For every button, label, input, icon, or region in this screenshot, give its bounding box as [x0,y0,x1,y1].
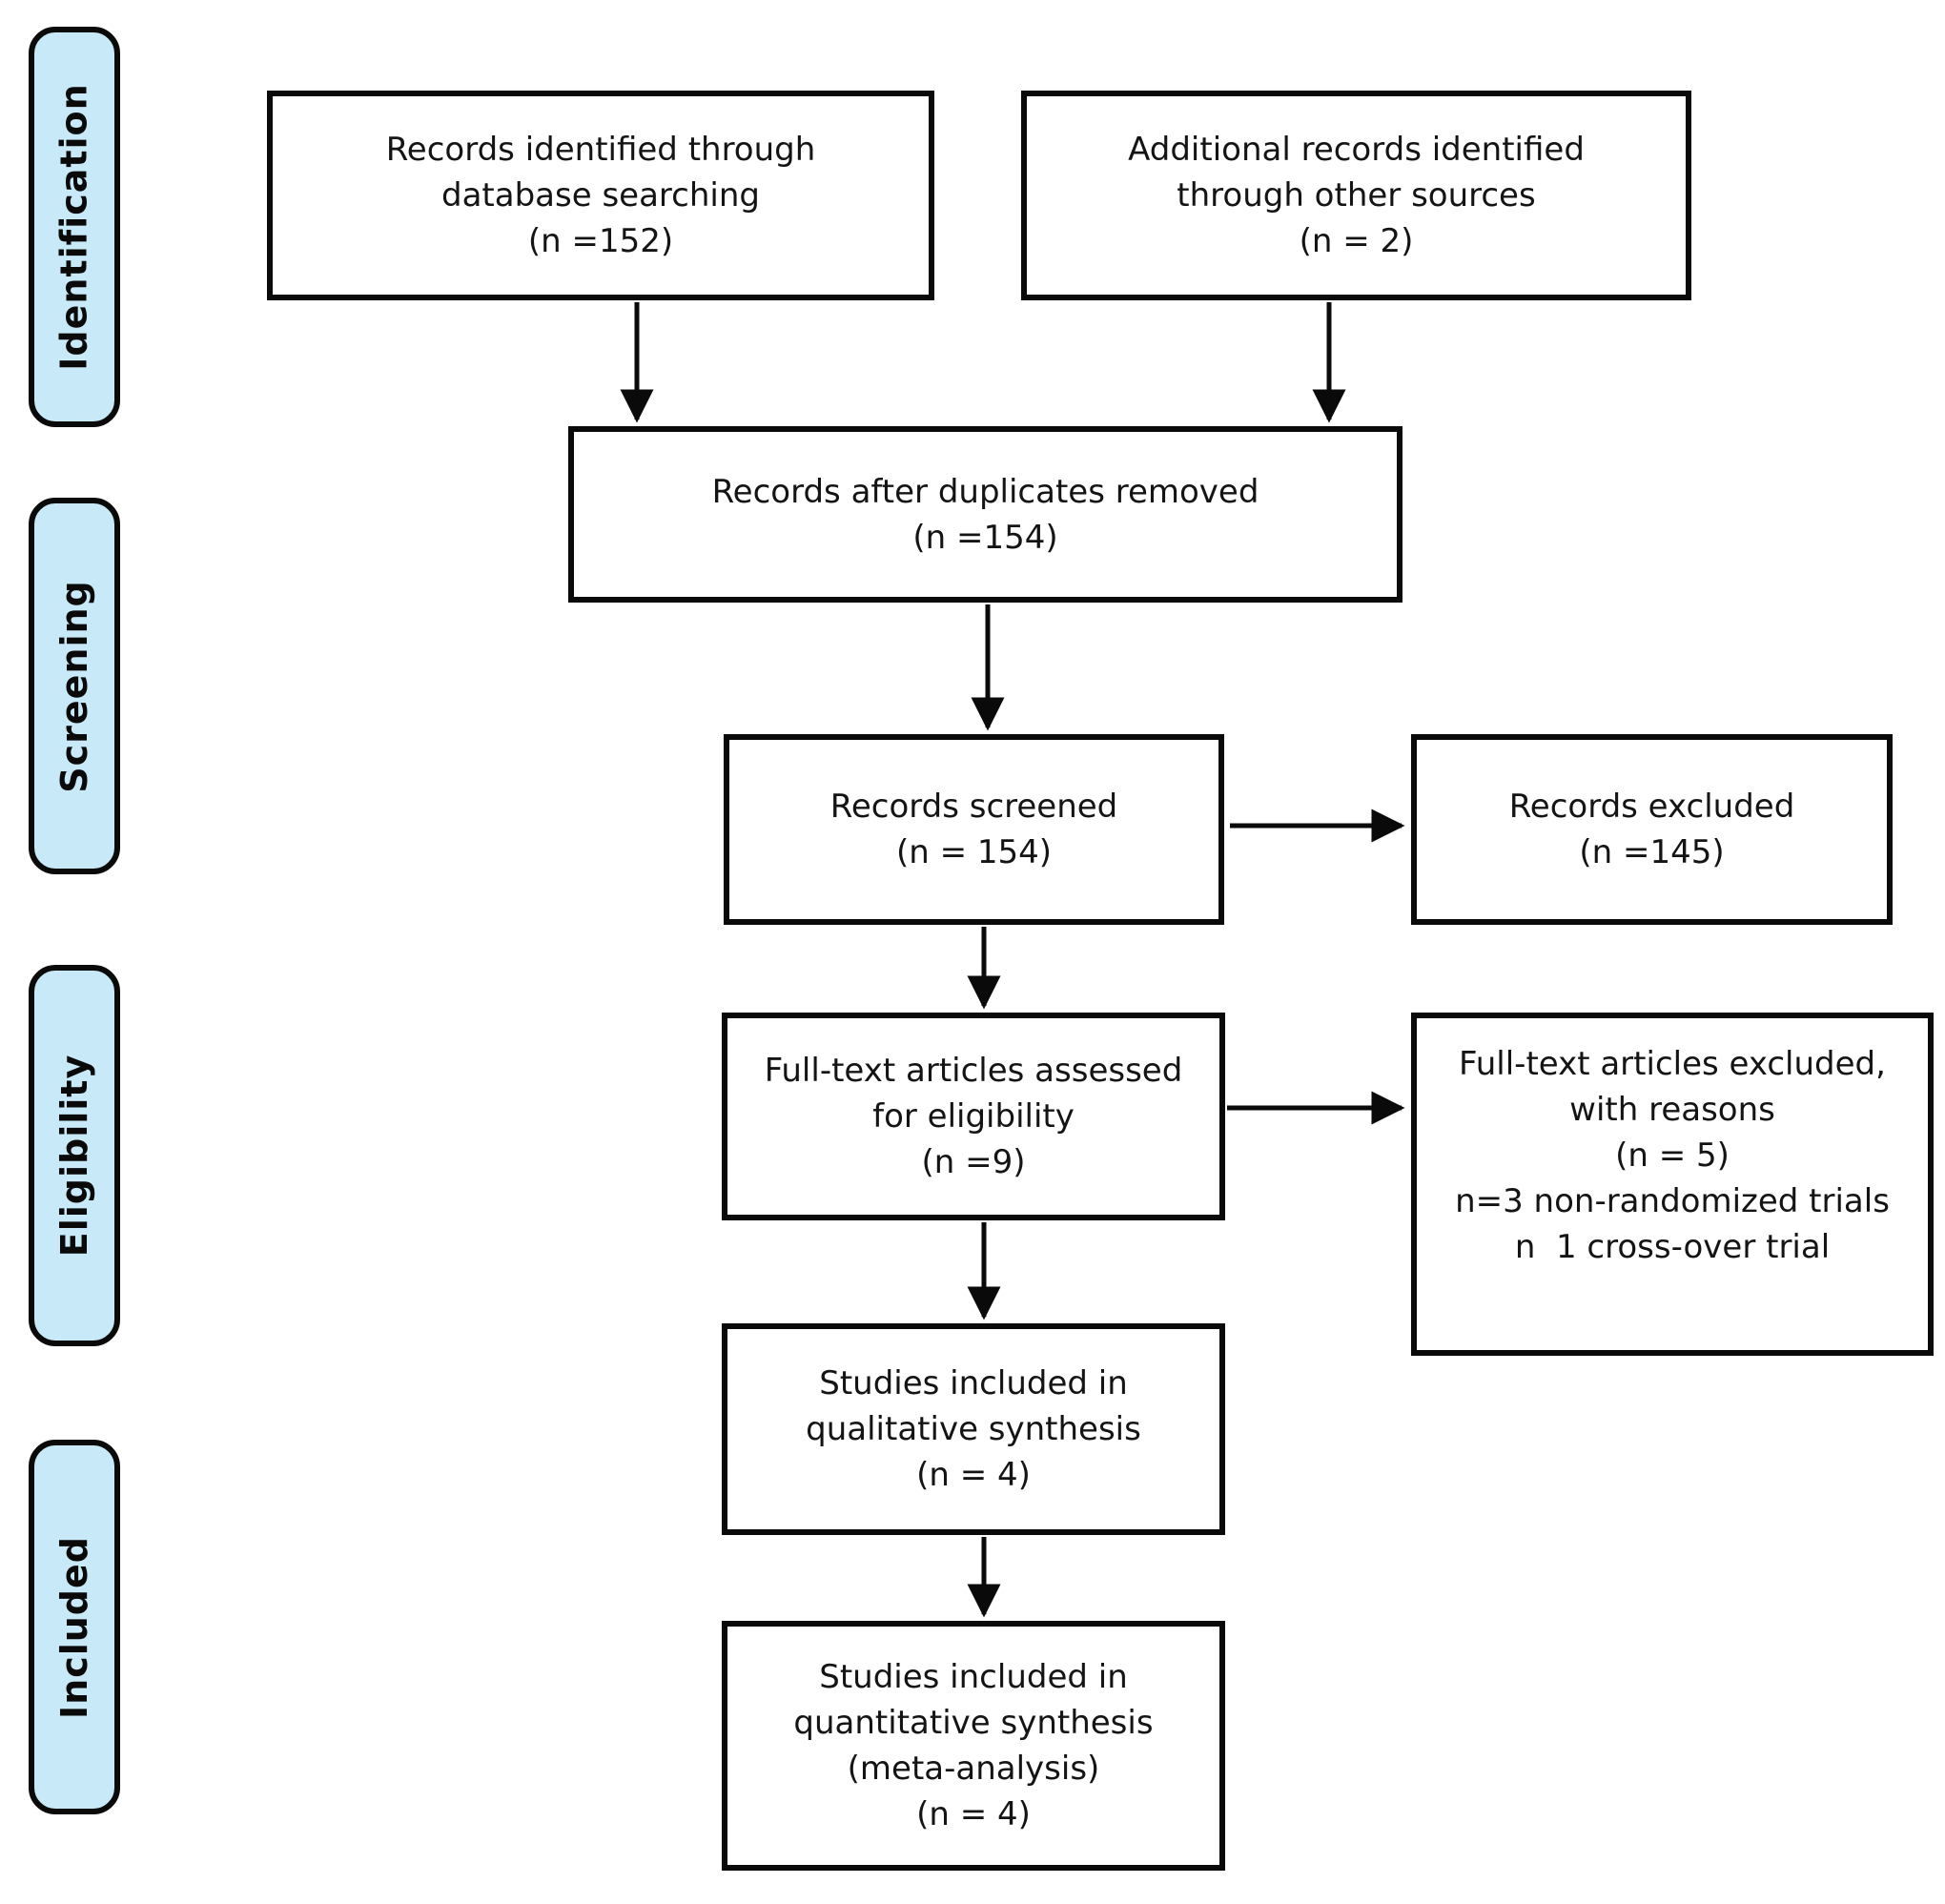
box-line: for eligibility [872,1097,1075,1136]
stage-label-text: Screening [53,579,96,793]
box-line: through other sources [1177,176,1536,215]
box-line: Records screened [829,788,1118,826]
box-line: Full-text articles assessed [764,1052,1183,1090]
box-records-screened: Records screened (n = 154) [724,734,1224,925]
box-count: (n =145) [1579,833,1725,871]
box-reason: n 1 cross-over trial [1514,1228,1831,1266]
box-count: (n = 4) [916,1795,1031,1833]
stage-label-screening: Screening [29,498,120,874]
box-line: qualitative synthesis [806,1410,1141,1448]
box-line: Studies included in [819,1364,1128,1402]
box-line: quantitative synthesis [793,1704,1154,1742]
stage-label-text: Eligibility [53,1054,96,1258]
box-records-after-duplicates-removed: Records after duplicates removed (n =154… [568,426,1402,603]
box-count: (n = 2) [1299,222,1414,260]
box-line: Studies included in [819,1658,1128,1696]
box-fulltext-articles-excluded: Full-text articles excluded, with reason… [1411,1013,1934,1356]
box-line: with reasons [1569,1091,1775,1129]
box-count: (n = 5) [1615,1136,1730,1175]
box-reason: n=3 non-randomized trials [1455,1182,1890,1220]
box-records-excluded: Records excluded (n =145) [1411,734,1893,925]
box-line: Records excluded [1508,788,1795,826]
box-additional-records-other-sources: Additional records identified through ot… [1021,91,1691,300]
box-line: Records identified through [385,131,816,169]
box-count: (n = 4) [916,1456,1031,1494]
box-count: (n =9) [921,1143,1026,1181]
box-count: (n = 154) [895,833,1053,871]
stage-label-identification: Identification [29,27,120,427]
box-count: (n =152) [527,222,674,260]
box-line: database searching [441,176,760,215]
stage-label-eligibility: Eligibility [29,965,120,1346]
box-line: Full-text articles excluded, [1459,1045,1886,1083]
stage-label-included: Included [29,1440,120,1814]
box-count: (n =154) [912,518,1058,557]
box-line: Additional records identified [1128,131,1585,169]
box-fulltext-articles-assessed: Full-text articles assessed for eligibil… [722,1013,1225,1220]
box-line: Records after duplicates removed [711,472,1259,511]
box-line: (meta-analysis) [847,1750,1100,1788]
stage-label-text: Identification [53,83,95,371]
box-studies-qualitative-synthesis: Studies included in qualitative synthesi… [722,1323,1225,1535]
stage-label-text: Included [53,1535,96,1719]
box-studies-quantitative-synthesis: Studies included in quantitative synthes… [722,1621,1225,1871]
box-records-identified-database: Records identified through database sear… [267,91,934,300]
